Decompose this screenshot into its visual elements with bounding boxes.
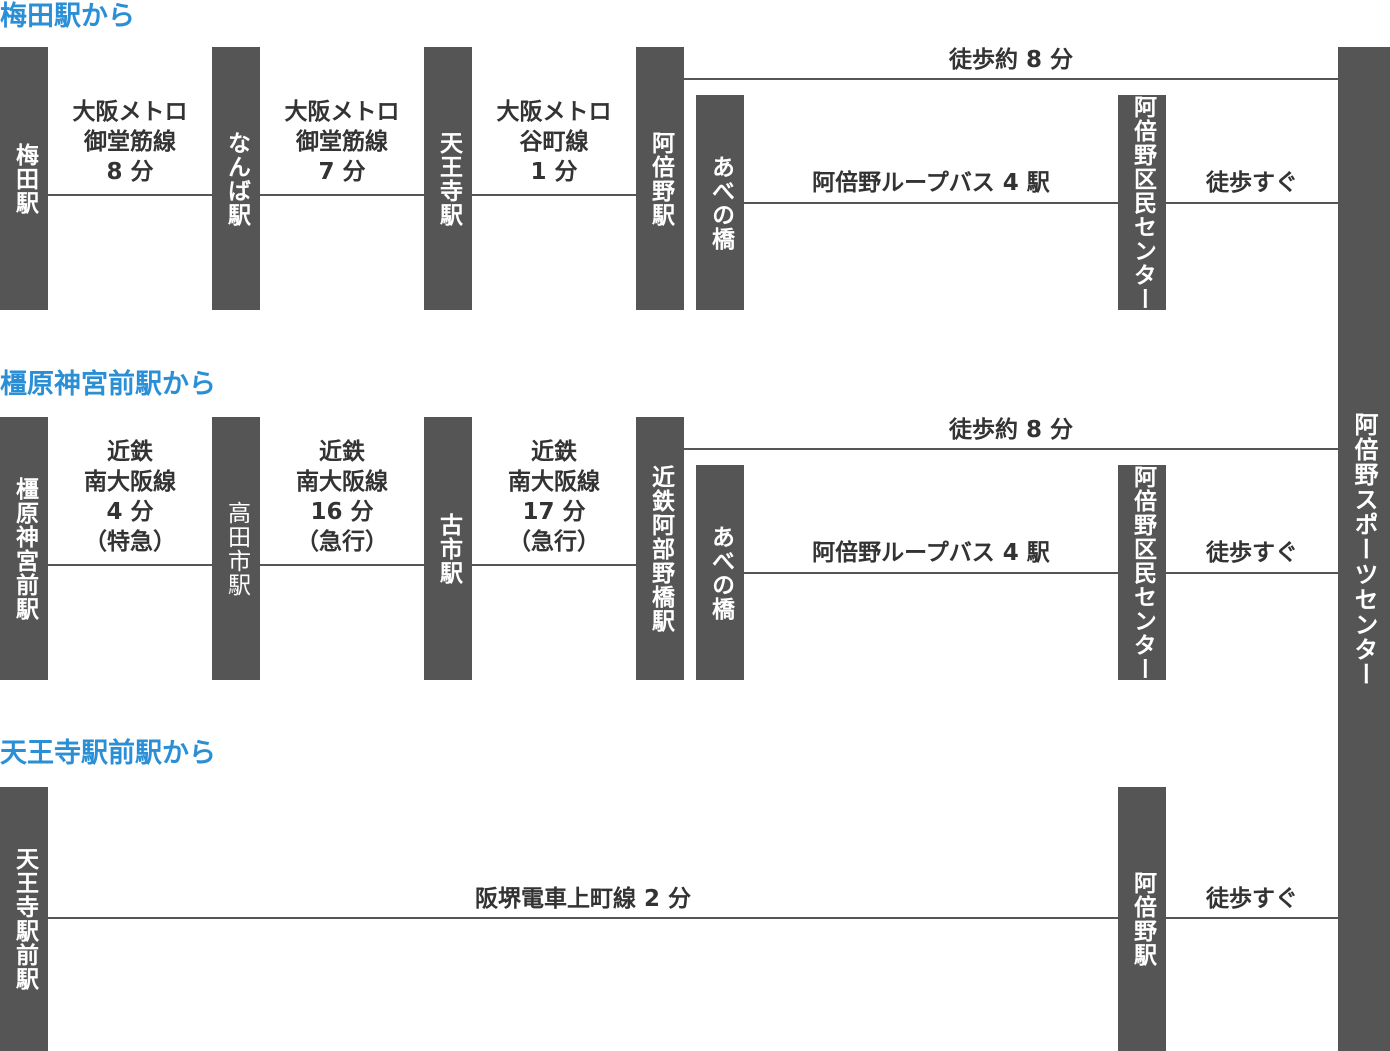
walk-line (684, 448, 1338, 450)
route-heading-tennoji-ekimae: 天王寺駅前駅から (0, 738, 216, 769)
stop-abenobashi: あべの橋 (696, 95, 744, 310)
bus-line (744, 572, 1118, 574)
route-heading-umeda: 梅田駅から (0, 1, 135, 32)
route-line (472, 194, 636, 196)
station-label: 高田市駅 (223, 500, 250, 597)
route-line (472, 564, 636, 566)
tram-line (48, 917, 1118, 919)
station-label: なんば駅 (223, 130, 250, 227)
station-label: 古市駅 (435, 512, 462, 585)
destination-label: 阿倍野スポーツセンター (1350, 411, 1378, 687)
station-tennoji: 天王寺駅 (424, 47, 472, 310)
station-label: 阿倍野駅 (647, 130, 674, 227)
tram-label: 阪堺電車上町線 2 分 (474, 886, 692, 912)
walk-direct-label: 徒歩約 8 分 (948, 417, 1074, 443)
station-kashiharajingumae: 橿原神宮前駅 (0, 417, 48, 680)
stop-label: あべの橋 (707, 524, 734, 621)
segment-label: 近鉄 南大阪線 16 分 （急行） (296, 439, 388, 555)
station-tennoji-ekimae: 天王寺駅前駅 (0, 787, 48, 1051)
stop-abeno: 阿倍野駅 (1118, 787, 1166, 1051)
station-label: 天王寺駅 (435, 130, 462, 227)
station-takadashi: 高田市駅 (212, 417, 260, 680)
destination-abeno-sports-center: 阿倍野スポーツセンター (1338, 47, 1390, 1051)
walk-line (1166, 202, 1338, 204)
segment-label: 大阪メトロ 御堂筋線 7 分 (284, 99, 400, 185)
route-line (48, 564, 212, 566)
stop-abeno-civic-center: 阿倍野区民センター (1118, 464, 1166, 681)
stop-label: 阿倍野駅 (1129, 871, 1156, 967)
station-label: 近鉄阿部野橋駅 (647, 464, 674, 633)
segment-label: 近鉄 南大阪線 4 分 （特急） (84, 439, 176, 555)
segment-label: 近鉄 南大阪線 17 分 （急行） (508, 439, 600, 555)
walk-line (1166, 572, 1338, 574)
walk-line (684, 78, 1338, 80)
route-line (48, 194, 212, 196)
bus-label: 阿倍野ループバス 4 駅 (812, 540, 1050, 566)
segment-label: 大阪メトロ 御堂筋線 8 分 (72, 99, 188, 185)
station-label: 梅田駅 (11, 142, 38, 215)
station-namba: なんば駅 (212, 47, 260, 310)
route-line (260, 194, 424, 196)
station-label: 天王寺駅前駅 (11, 847, 38, 991)
walk-last-label: 徒歩すぐ (1206, 540, 1298, 566)
walk-line (1166, 917, 1338, 919)
stop-label: あべの橋 (707, 154, 734, 251)
station-kintetsu-abenobashi: 近鉄阿部野橋駅 (636, 417, 684, 680)
station-abeno: 阿倍野駅 (636, 47, 684, 310)
bus-line (744, 202, 1118, 204)
stop-abenobashi: あべの橋 (696, 465, 744, 680)
route-line (260, 564, 424, 566)
route-heading-kashiharajingumae: 橿原神宮前駅から (0, 369, 216, 400)
walk-last-label: 徒歩すぐ (1206, 886, 1298, 912)
stop-label: 阿倍野区民センター (1129, 464, 1156, 681)
segment-label: 大阪メトロ 谷町線 1 分 (496, 99, 612, 185)
stop-label: 阿倍野区民センター (1129, 94, 1156, 311)
walk-direct-label: 徒歩約 8 分 (948, 47, 1074, 73)
walk-last-label: 徒歩すぐ (1206, 170, 1298, 196)
stop-abeno-civic-center: 阿倍野区民センター (1118, 94, 1166, 311)
bus-label: 阿倍野ループバス 4 駅 (812, 170, 1050, 196)
station-umeda: 梅田駅 (0, 47, 48, 310)
station-label: 橿原神宮前駅 (11, 476, 38, 621)
station-furuichi: 古市駅 (424, 417, 472, 680)
